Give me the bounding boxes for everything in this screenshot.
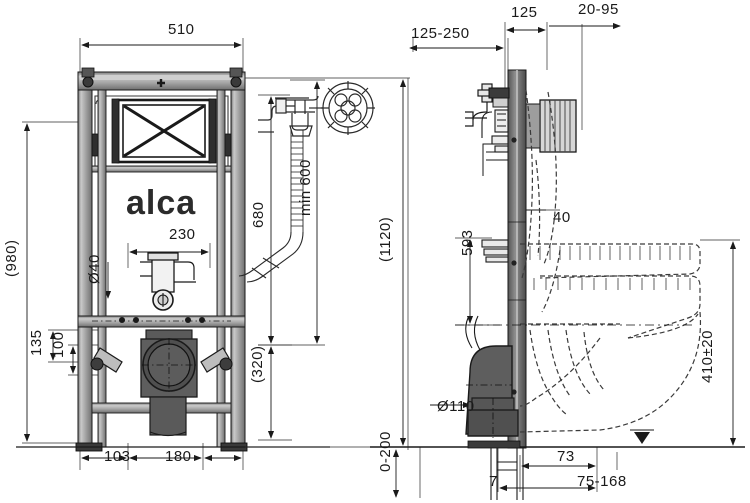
dimension-label-d-103: 103	[104, 448, 131, 465]
dimension-label-d-180: 180	[165, 448, 192, 465]
dimension-label-d-135: 135	[28, 329, 45, 356]
dimension-label-d-125-250: 125-250	[411, 25, 470, 42]
dimension-label-d-40: 40	[553, 209, 571, 226]
dimension-label-d-230: 230	[169, 226, 196, 243]
pan-rim-hatch	[529, 246, 691, 290]
dimension-label-d-980: (980)	[3, 239, 20, 277]
dimension-label-d-1120: (1120)	[377, 217, 394, 262]
dimension-label-d-320: (320)	[249, 345, 266, 383]
dimension-label-d-73: 73	[557, 448, 575, 465]
floor-level-symbol	[630, 429, 654, 444]
dimension-label-d-593: 593	[459, 229, 476, 256]
dimension-label-d-75-168: 75-168	[577, 473, 627, 490]
wc-pan-outline	[519, 89, 702, 433]
side-view-group	[370, 22, 745, 500]
dimension-label-d-680: 680	[250, 201, 267, 228]
dimension-label-d-510: 510	[168, 21, 195, 38]
dimension-label-d-100: 100	[50, 331, 67, 358]
dimension-label-d-410: 410±20	[699, 330, 716, 383]
dimension-label-d-125: 125	[511, 4, 538, 21]
dimension-label-d-7: 7	[489, 473, 498, 490]
dimension-label-d-20-95: 20-95	[578, 1, 619, 18]
front-view-group	[16, 38, 410, 470]
dimension-label-d-0-200: 0-200	[377, 431, 394, 472]
front-dimension-lines	[23, 41, 321, 462]
hose-corrugation	[291, 135, 303, 227]
flexible-hose	[290, 130, 304, 232]
supply-pipework	[258, 95, 319, 137]
valve-handwheel-icon	[309, 81, 375, 135]
dimension-label-d-o110: Ø110	[437, 398, 475, 415]
dimension-label-d-o40: Ø40	[86, 254, 103, 284]
brand-logo: alca	[126, 184, 196, 222]
dimension-label-d-min600: min 600	[297, 159, 314, 216]
